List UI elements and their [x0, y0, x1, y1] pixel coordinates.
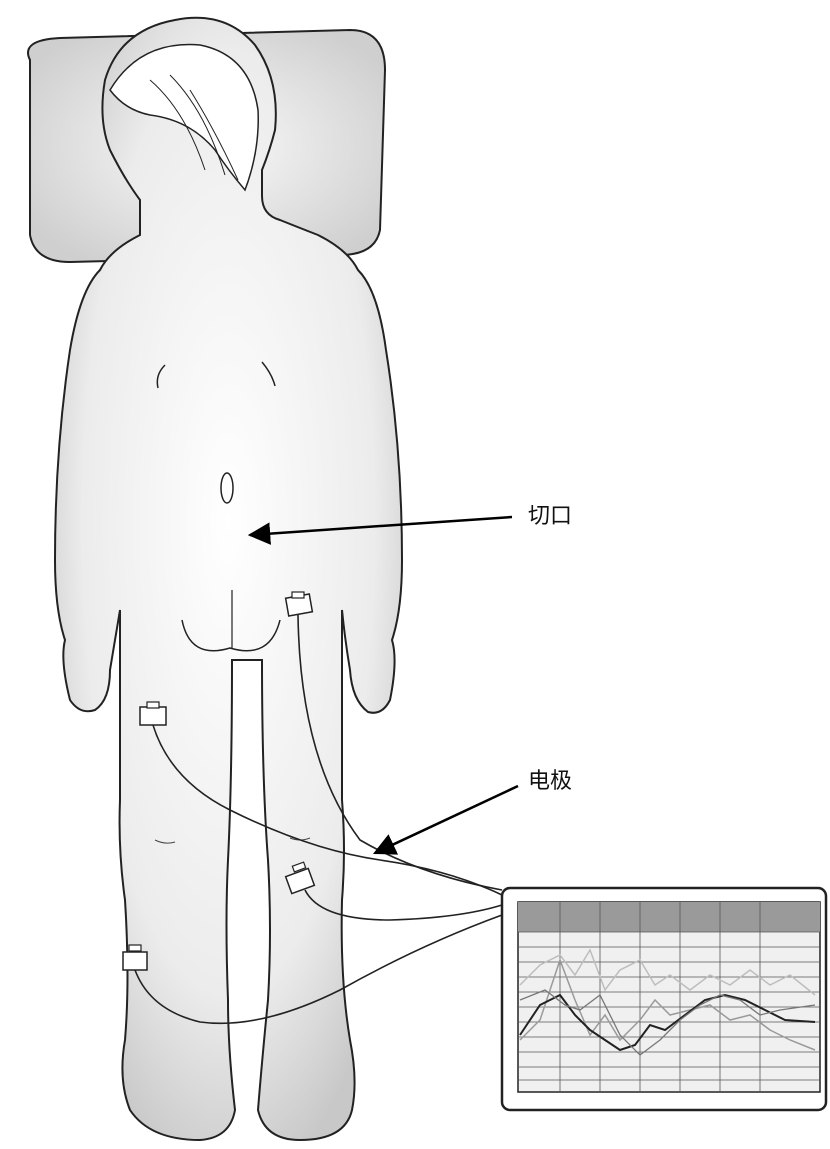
electrode-arrow — [375, 786, 518, 853]
monitor — [502, 888, 826, 1110]
incision-label: 切口 — [528, 506, 572, 528]
electrode-label: 电极 — [528, 771, 572, 793]
incision-mark — [221, 473, 233, 503]
